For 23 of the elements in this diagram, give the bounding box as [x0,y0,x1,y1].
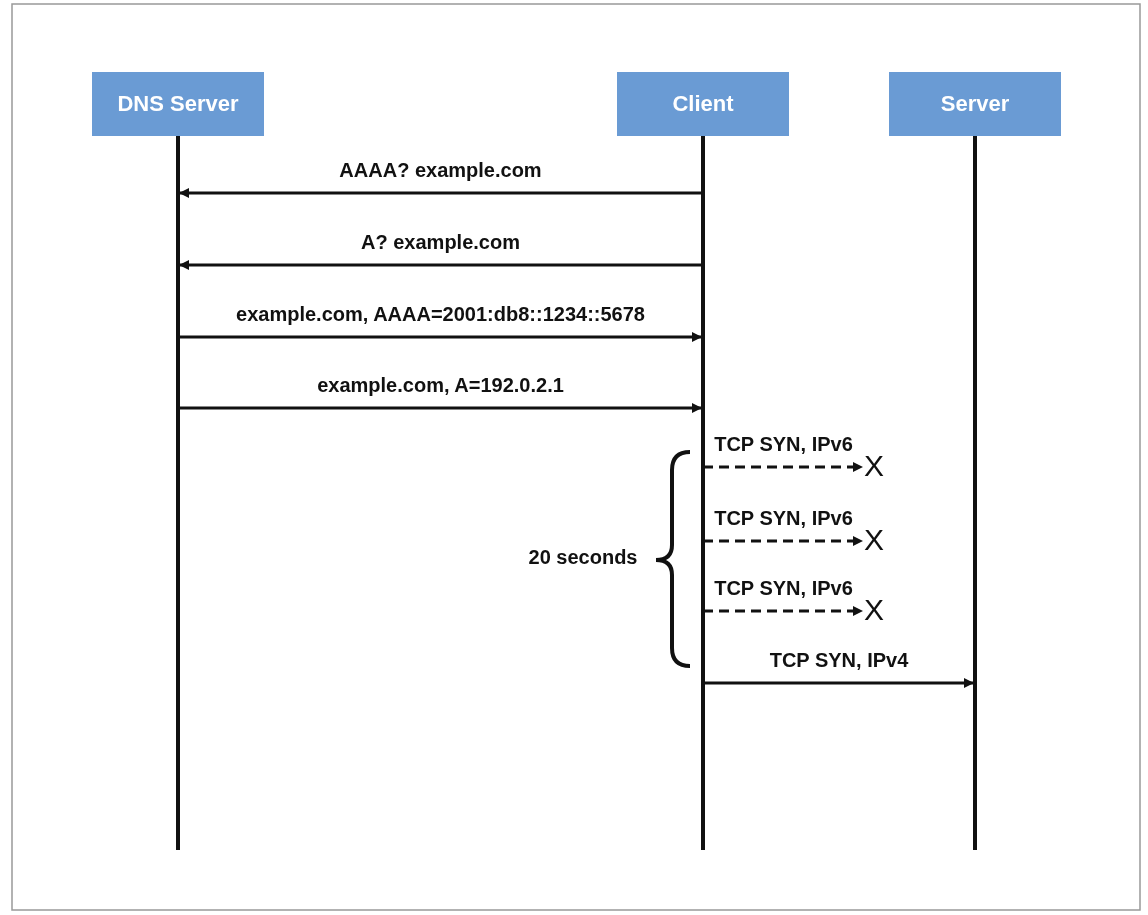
message-label: AAAA? example.com [339,159,542,182]
message-arrow [703,606,863,616]
lost-message-mark: X [864,523,884,557]
message-arrow [179,260,703,270]
message-label: TCP SYN, IPv6 [714,507,853,530]
message-arrow [703,678,974,688]
message-arrow [178,403,702,413]
duration-label: 20 seconds [528,546,638,569]
participant-header: Server [889,72,1061,136]
lost-message-mark: X [864,449,884,483]
message-arrow [179,188,703,198]
message-label: TCP SYN, IPv4 [769,649,909,672]
message-arrow [178,332,702,342]
message-arrow [703,536,863,546]
message-label: example.com, AAAA=2001:db8::1234::5678 [236,303,645,326]
message-label: A? example.com [361,231,520,254]
message-label: TCP SYN, IPv6 [714,433,853,456]
participant-header: DNS Server [92,72,264,136]
message-label: example.com, A=192.0.2.1 [317,374,564,397]
participant-header: Client [617,72,789,136]
message-label: TCP SYN, IPv6 [714,577,853,600]
lost-message-mark: X [864,593,884,627]
message-arrow [703,462,863,472]
